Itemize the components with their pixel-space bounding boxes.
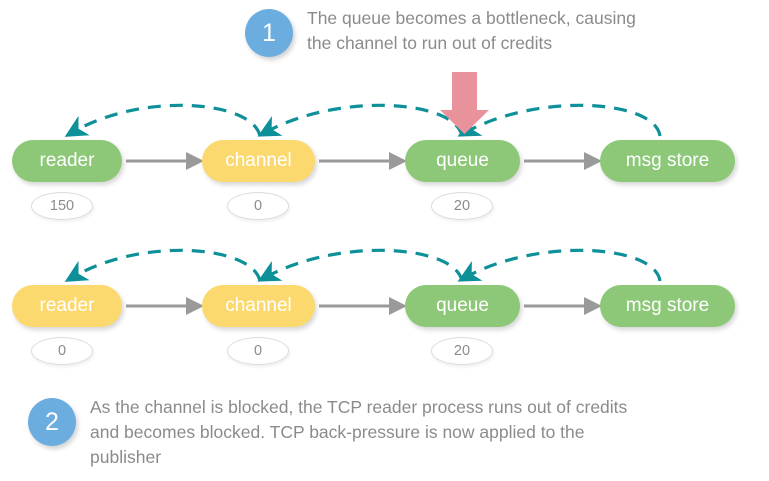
credit-arc-row2-msgstore-to-queue [457,248,662,282]
diagram-row-2: reader 0 channel 0 queue 20 msg store [0,285,769,365]
callout-text-2: As the channel is blocked, the TCP reade… [90,397,628,467]
node-label: msg store [625,295,710,316]
credit-badge-row2-channel: 0 [227,337,289,365]
callout-text-1: The queue becomes a bottleneck, causing … [307,8,636,53]
credit-arc-row2-queue-to-channel [257,248,464,282]
credit-badge-row1-channel: 0 [227,192,289,220]
step-number-badge-2: 2 [28,398,76,446]
node-label: reader [39,295,95,316]
node-row1-queue[interactable]: queue [405,140,520,182]
node-row2-queue[interactable]: queue [405,285,520,327]
node-row2-channel[interactable]: channel [202,285,315,327]
callout-step-2: 2 As the channel is blocked, the TCP rea… [28,397,628,470]
credit-badge-row1-queue: 20 [431,192,493,220]
credit-badge-row2-reader: 0 [31,337,93,365]
node-label: queue [436,295,489,316]
step-number-badge-1: 1 [245,9,293,57]
node-label: channel [225,295,292,316]
node-row2-reader[interactable]: reader [12,285,122,327]
credit-badge-row2-queue: 20 [431,337,493,365]
node-label: queue [436,150,489,171]
node-label: channel [225,150,292,171]
credit-arc-row1-queue-to-channel [257,103,464,137]
node-label: msg store [625,150,710,171]
node-row2-msg-store[interactable]: msg store [600,285,735,327]
node-label: reader [39,150,95,171]
diagram-row-1: reader 150 channel 0 queue 20 msg store [0,140,769,220]
callout-step-1: 1 The queue becomes a bottleneck, causin… [245,8,636,57]
credit-arc-row2-channel-to-reader [64,248,262,282]
node-row1-msg-store[interactable]: msg store [600,140,735,182]
node-row1-reader[interactable]: reader [12,140,122,182]
credit-badge-row1-reader: 150 [31,192,93,220]
bottleneck-arrow-icon [440,72,489,134]
node-row1-channel[interactable]: channel [202,140,315,182]
credit-arc-row1-msgstore-to-queue [457,103,662,137]
credit-arc-row1-channel-to-reader [64,103,262,137]
